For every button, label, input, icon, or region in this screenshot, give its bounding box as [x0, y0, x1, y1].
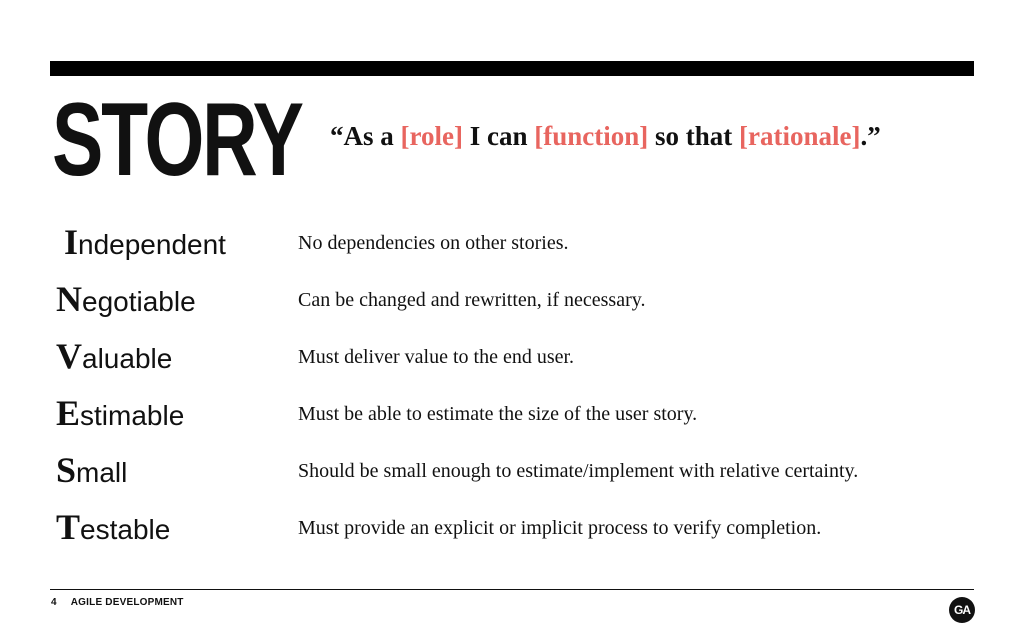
invest-row-independent: Independent No dependencies on other sto… — [0, 220, 1024, 268]
invest-term-rest: ndependent — [78, 229, 226, 260]
invest-initial: I — [64, 222, 79, 262]
invest-row-estimable: Estimable Must be able to estimate the s… — [0, 391, 1024, 439]
page-number: 4 — [51, 597, 57, 608]
slide-title: STORY — [52, 82, 304, 198]
ga-logo-icon: GA — [949, 597, 975, 623]
invest-description: No dependencies on other stories. — [298, 232, 569, 254]
invest-initial: T — [56, 507, 81, 547]
invest-initial: N — [56, 279, 82, 319]
invest-term: Estimable — [56, 391, 184, 438]
section-name: AGILE DEVELOPMENT — [70, 597, 184, 608]
top-rule — [50, 61, 974, 76]
invest-row-small: Small Should be small enough to estimate… — [0, 448, 1024, 496]
invest-description: Can be changed and rewritten, if necessa… — [298, 289, 646, 311]
invest-description: Must deliver value to the end user. — [298, 346, 575, 368]
footer-label: 4 AGILE DEVELOPMENT — [51, 597, 184, 609]
story-formula: “As a [role] I can [function] so that [r… — [330, 120, 881, 152]
invest-row-negotiable: Negotiable Can be changed and rewritten,… — [0, 277, 1024, 325]
invest-term: Small — [56, 448, 127, 495]
invest-description: Must provide an explicit or implicit pro… — [298, 517, 822, 539]
formula-mid-2: so that — [648, 121, 740, 151]
formula-close: .” — [860, 121, 881, 151]
formula-rationale-placeholder: [rationale] — [739, 121, 861, 151]
invest-term-rest: egotiable — [82, 286, 196, 317]
formula-role-placeholder: [role] — [400, 121, 463, 151]
invest-term-rest: stimable — [80, 400, 185, 431]
footer-rule — [50, 589, 974, 590]
invest-term-rest: aluable — [82, 343, 173, 374]
invest-description: Must be able to estimate the size of the… — [298, 403, 698, 425]
invest-initial: V — [56, 336, 82, 376]
invest-initial: E — [56, 393, 81, 433]
formula-mid-1: I can — [462, 121, 535, 151]
invest-row-valuable: Valuable Must deliver value to the end u… — [0, 334, 1024, 382]
invest-term-rest: estable — [80, 514, 171, 545]
invest-row-testable: Testable Must provide an explicit or imp… — [0, 505, 1024, 553]
invest-term: Testable — [56, 505, 170, 552]
formula-function-placeholder: [function] — [534, 121, 649, 151]
invest-term: Negotiable — [56, 277, 196, 324]
invest-initial: S — [56, 450, 77, 490]
formula-open: “As a — [330, 121, 401, 151]
invest-description: Should be small enough to estimate/imple… — [298, 460, 859, 482]
invest-term: Valuable — [56, 334, 172, 381]
invest-term: Independent — [64, 220, 226, 267]
invest-term-rest: mall — [76, 457, 128, 488]
